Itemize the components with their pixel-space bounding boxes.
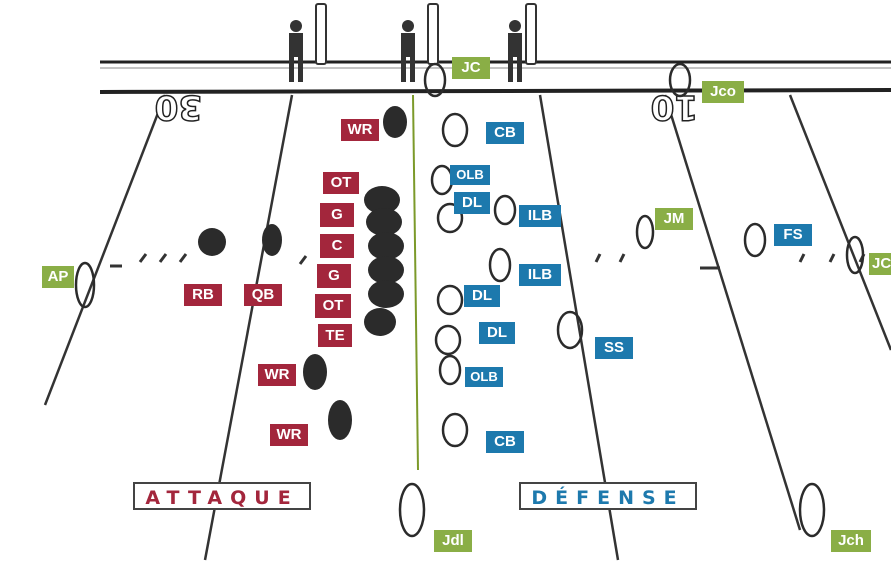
position-tag-qb: QB [244, 284, 282, 306]
official-tag-jm: JM [655, 208, 693, 230]
position-tag-wr: WR [270, 424, 308, 446]
position-tag-ss: SS [595, 337, 633, 359]
offense-players [198, 106, 407, 440]
position-tag-olb: OLB [465, 367, 503, 387]
position-tag-dl: DL [454, 192, 490, 214]
position-tag-ot: OT [323, 172, 359, 194]
official-tag-jc: JC [869, 253, 891, 275]
official-tag-jch: Jch [831, 530, 871, 552]
position-tag-g: G [317, 264, 351, 288]
position-tag-fs: FS [774, 224, 812, 246]
position-tag-ilb: ILB [519, 264, 561, 286]
defense-players [432, 114, 765, 446]
yard-line [790, 95, 891, 350]
offense-title: ATTAQUE [133, 482, 311, 510]
line-of-scrimmage [413, 95, 418, 470]
sideline-top-inner [100, 90, 891, 92]
official-tag-ap: AP [42, 266, 74, 288]
position-tag-ilb: ILB [519, 205, 561, 227]
position-tag-wr: WR [341, 119, 379, 141]
chain-crew [289, 4, 536, 82]
yard-line [665, 95, 800, 530]
defense-title: DÉFENSE [519, 482, 697, 510]
position-tag-dl: DL [479, 322, 515, 344]
position-tag-olb: OLB [450, 165, 490, 185]
position-tag-cb: CB [486, 122, 524, 144]
position-tag-te: TE [318, 324, 352, 347]
position-tag-rb: RB [184, 284, 222, 306]
official-tag-jco: Jco [702, 81, 744, 103]
position-tag-ot: OT [315, 294, 351, 318]
position-tag-c: C [320, 234, 354, 258]
position-tag-wr: WR [258, 364, 296, 386]
official-tag-jdl: Jdl [434, 530, 472, 552]
position-tag-cb: CB [486, 431, 524, 453]
yard-number-30: 30 [155, 87, 202, 127]
position-tag-g: G [320, 203, 354, 227]
official-tag-jc: JC [452, 57, 490, 79]
yard-line [45, 95, 165, 405]
position-tag-dl: DL [464, 285, 500, 307]
